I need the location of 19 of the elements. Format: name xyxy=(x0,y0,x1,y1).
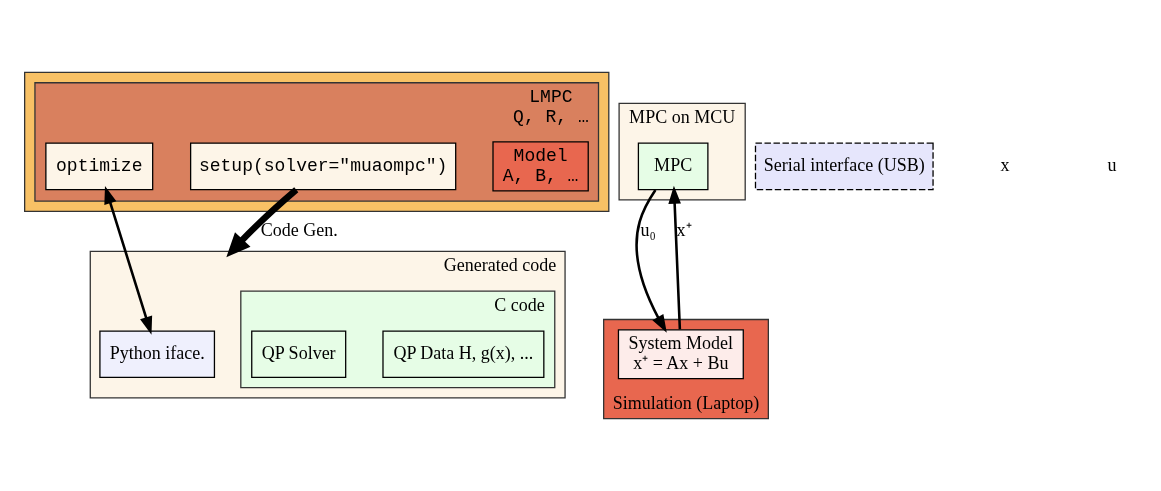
node-box: Model A, B, … xyxy=(492,141,589,192)
node-box: MPC xyxy=(637,142,709,191)
edge-label: Code Gen. xyxy=(260,220,338,241)
arrow xyxy=(668,185,682,330)
arrow xyxy=(635,189,667,333)
edge-label: u₀ xyxy=(640,220,656,241)
node-box: setup(solver="muaompc") xyxy=(190,142,457,191)
node-box: QP Data H, g(x), ... xyxy=(382,330,545,379)
edge-label: x⁺ xyxy=(676,220,692,241)
node-box: System Model x⁺ = Ax + Bu xyxy=(617,329,744,380)
node-box: Serial interface (USB) xyxy=(754,142,934,191)
node-box: Python iface. xyxy=(99,330,216,379)
node-box: optimize xyxy=(45,142,154,191)
arrow xyxy=(104,185,153,335)
arrow xyxy=(226,187,299,258)
node-box: QP Solver xyxy=(251,330,347,379)
label: u xyxy=(1107,155,1117,176)
cluster xyxy=(24,71,610,213)
label: x xyxy=(1000,155,1010,176)
